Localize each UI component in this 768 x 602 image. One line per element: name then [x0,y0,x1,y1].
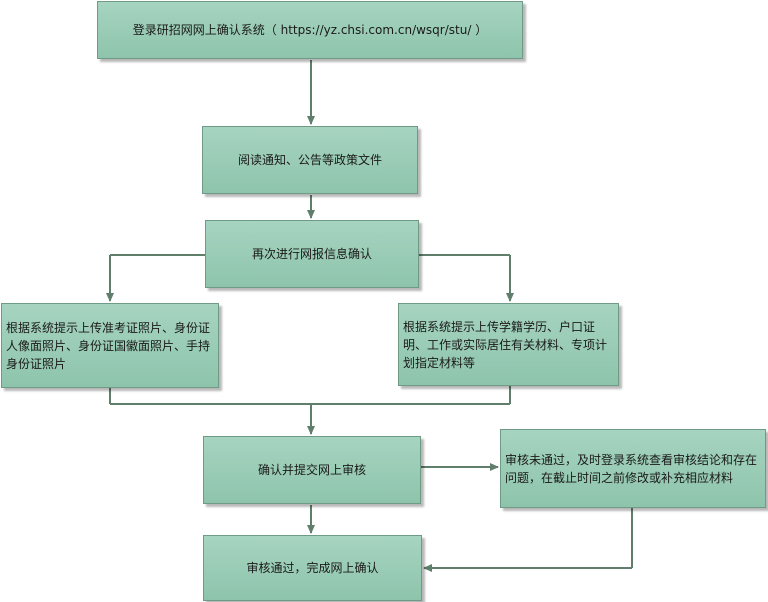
node-upload-photos-label: 根据系统提示上传准考证照片、身份证人像面照片、身份证国徽面照片、手持身份证照片 [6,320,211,371]
node-reconfirm-label: 再次进行网报信息确认 [251,247,372,261]
node-read-notice-label: 阅读通知、公告等政策文件 [237,153,382,167]
node-login: 登录研招网网上确认系统（ https://yz.chsi.com.cn/wsqr… [97,1,523,59]
node-submit-review-label: 确认并提交网上审核 [257,463,366,477]
node-upload-photos: 根据系统提示上传准考证照片、身份证人像面照片、身份证国徽面照片、手持身份证照片 [1,303,219,388]
node-review-passed-label: 审核通过，完成网上确认 [246,561,379,575]
node-upload-materials-label: 根据系统提示上传学籍学历、户口证明、工作或实际居住有关材料、专项计划指定材料等 [403,319,608,370]
node-review-failed-label: 审核未通过，及时登录系统查看审核结论和存在问题，在截止时间之前修改或补充相应材料 [505,452,758,485]
node-review-passed: 审核通过，完成网上确认 [203,535,422,601]
node-login-label: 登录研招网网上确认系统（ https://yz.chsi.com.cn/wsqr… [132,23,488,37]
node-reconfirm: 再次进行网报信息确认 [205,220,419,288]
node-read-notice: 阅读通知、公告等政策文件 [202,126,418,194]
node-review-failed: 审核未通过，及时登录系统查看审核结论和存在问题，在截止时间之前修改或补充相应材料 [500,429,766,508]
node-upload-materials: 根据系统提示上传学籍学历、户口证明、工作或实际居住有关材料、专项计划指定材料等 [398,303,619,386]
node-submit-review: 确认并提交网上审核 [203,436,421,504]
